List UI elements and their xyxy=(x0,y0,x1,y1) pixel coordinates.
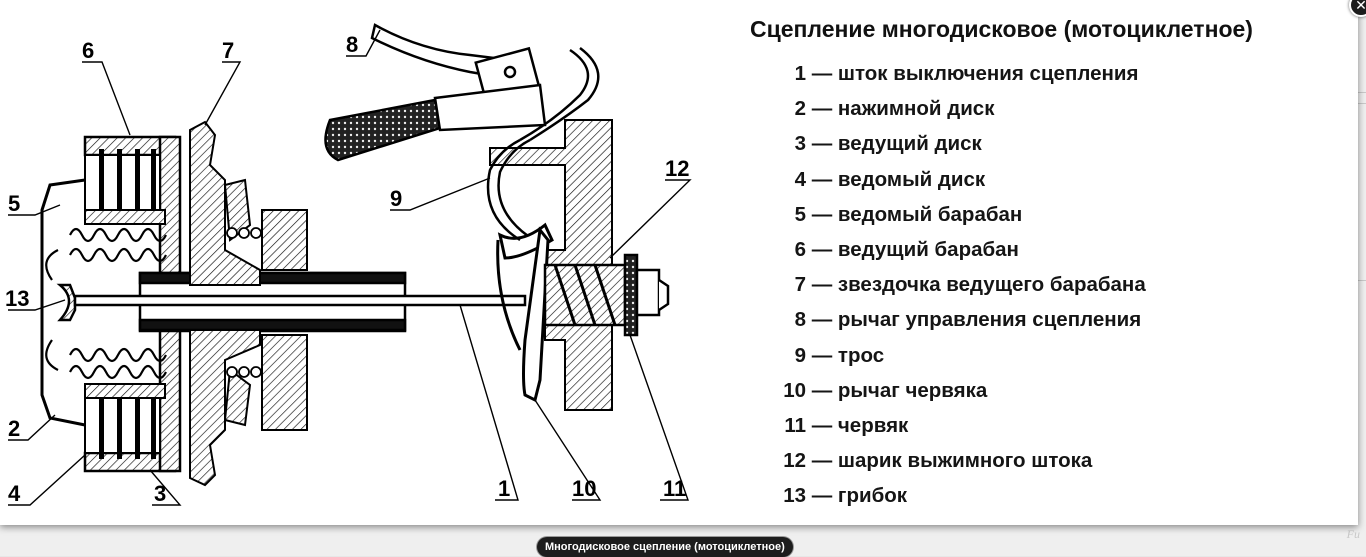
legend-number: 9 xyxy=(794,343,806,367)
legend-item: 3 — ведущий диск xyxy=(780,128,1340,163)
legend-number: 6 xyxy=(794,237,806,261)
disc-pack xyxy=(84,149,166,459)
callout-4: 4 xyxy=(8,481,21,506)
release-worm xyxy=(543,253,670,337)
legend-label: рычаг червяка xyxy=(837,378,988,402)
legend-label: ведущий барабан xyxy=(837,237,1019,261)
legend-item: 1 — шток выключения сцепления xyxy=(780,58,1340,93)
callout-11: 11 xyxy=(663,476,686,501)
legend-label: трос xyxy=(837,343,885,367)
legend-number: 13 xyxy=(783,484,806,508)
legend-number: 12 xyxy=(783,449,806,473)
callout-leaders xyxy=(8,29,692,506)
callout-3: 3 xyxy=(154,481,166,506)
legend-item: 2 — нажимной диск xyxy=(780,93,1340,128)
callout-13: 13 xyxy=(5,286,29,311)
legend-item: 13 — грибок xyxy=(780,480,1340,515)
legend-list: 1 — шток выключения сцепления 2 — нажимн… xyxy=(780,58,1340,515)
sprocket-rollers xyxy=(226,227,262,378)
image-caption: Многодисковое сцепление (мотоциклетное) xyxy=(537,537,793,557)
legend-item: 7 — звездочка ведущего барабана xyxy=(780,269,1340,304)
legend-number: 5 xyxy=(794,202,806,226)
image-viewer: 6 7 8 9 5 13 2 4 3 1 10 11 12 Сцепление … xyxy=(0,0,1358,525)
legend-label: ведомый диск xyxy=(837,167,986,191)
drum-sprocket xyxy=(189,120,308,487)
callout-6: 6 xyxy=(82,38,94,63)
pressure-springs xyxy=(45,227,167,380)
legend-item: 5 — ведомый барабан xyxy=(780,199,1340,234)
legend-label: ведомый барабан xyxy=(837,202,1023,226)
clutch-control-lever xyxy=(324,23,547,162)
legend-label: рычаг управления сцепления xyxy=(837,308,1142,332)
legend-item: 11 — червяк xyxy=(780,410,1340,445)
legend-label: ведущий диск xyxy=(837,132,982,156)
legend-number: 1 xyxy=(794,62,806,85)
background-text: Fu xyxy=(1346,527,1360,541)
close-icon[interactable]: ✕ xyxy=(1355,0,1366,13)
callout-2: 2 xyxy=(8,416,20,441)
legend-number: 10 xyxy=(783,378,806,402)
legend-label: шток выключения сцепления xyxy=(837,62,1139,85)
legend-item: 12 — шарик выжимного штока xyxy=(780,445,1340,480)
callout-9: 9 xyxy=(390,186,402,211)
legend-number: 3 xyxy=(794,132,806,156)
callout-7: 7 xyxy=(222,38,234,63)
legend-item: 8 — рычаг управления сцепления xyxy=(780,304,1340,339)
legend-number: 7 xyxy=(794,273,806,297)
legend-label: грибок xyxy=(837,484,908,508)
legend-number: 4 xyxy=(794,167,806,191)
release-lever xyxy=(496,222,554,403)
cable xyxy=(486,47,600,242)
driven-drum xyxy=(40,178,86,427)
legend-item: 10 — рычаг червяка xyxy=(780,375,1340,410)
shaft xyxy=(73,271,527,333)
legend-label: звездочка ведущего барабана xyxy=(837,273,1146,297)
legend-number: 11 xyxy=(784,413,806,437)
legend-label: нажимной диск xyxy=(837,97,995,121)
legend-number: 8 xyxy=(794,308,806,332)
callout-10: 10 xyxy=(572,476,596,501)
mushroom-button xyxy=(56,283,77,322)
diagram-title: Сцепление многодисковое (мотоциклетное) xyxy=(750,16,1253,42)
legend-label: червяк xyxy=(837,413,909,437)
close-button[interactable]: ✕ xyxy=(1349,0,1366,17)
legend-item: 4 — ведомый диск xyxy=(780,164,1340,199)
callout-5: 5 xyxy=(8,191,20,216)
legend-label: шарик выжимного штока xyxy=(837,449,1093,473)
callout-1: 1 xyxy=(498,476,510,501)
legend-item: 6 — ведущий барабан xyxy=(780,234,1340,269)
legend-item: 9 — трос xyxy=(780,340,1340,375)
callout-labels: 6 7 8 9 5 13 2 4 3 1 10 11 12 xyxy=(5,32,689,506)
legend-number: 2 xyxy=(794,97,806,121)
clutch-diagram: 6 7 8 9 5 13 2 4 3 1 10 11 12 xyxy=(5,23,692,506)
callout-8: 8 xyxy=(346,32,358,57)
callout-12: 12 xyxy=(665,156,689,181)
